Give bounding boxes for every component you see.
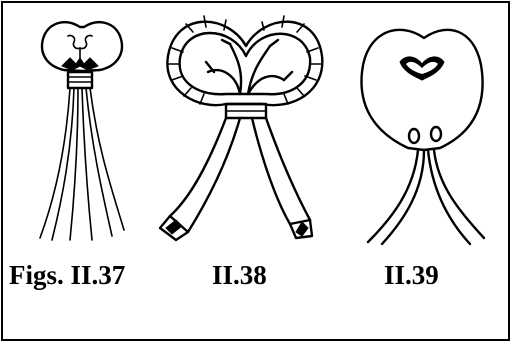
caption-fig-ii-37: Figs. II.37 bbox=[9, 262, 125, 289]
caption-fig-ii-38: II.38 bbox=[212, 262, 267, 289]
fig-ii-37-drawing bbox=[40, 22, 124, 240]
fig-ii-38-drawing bbox=[160, 16, 322, 240]
fig-ii-39-drawing bbox=[361, 30, 484, 244]
caption-fig-ii-39: II.39 bbox=[384, 262, 439, 289]
